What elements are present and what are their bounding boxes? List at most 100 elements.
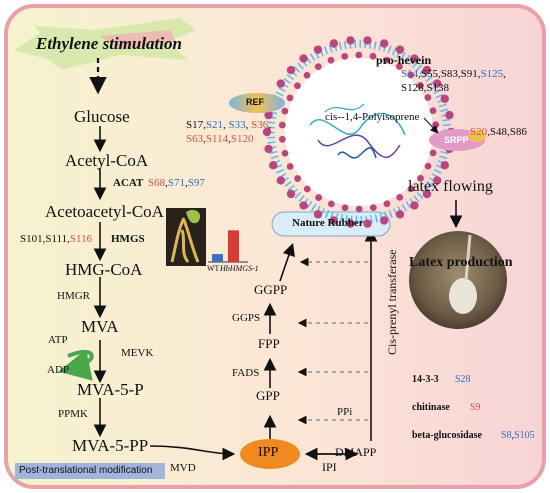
membrane-head-inner: [278, 121, 286, 129]
membrane-head-outer: [286, 65, 296, 75]
polyisoprene-label: cis--1,4-Polyisoprene: [325, 111, 420, 123]
ptm-label: Post-translational modification: [19, 465, 153, 476]
membrane-head-inner: [369, 204, 377, 212]
dmapp-label: DMAPP: [335, 445, 377, 459]
membrane-head-outer: [395, 210, 405, 219]
site-ref_line1-6: ,: [268, 119, 271, 131]
site-betaglu-1: ,: [511, 430, 515, 441]
ipp-node: [240, 439, 300, 469]
site-prohevein_line1-1: ,S55,S83,S91,: [418, 68, 481, 80]
mevk-label: MEVK: [121, 347, 154, 359]
membrane-head-outer: [264, 110, 273, 120]
arrow-mvd: [149, 445, 236, 461]
polyisoprene-chain-1: [309, 112, 406, 136]
hmgs-sites: S101,S111,S116: [20, 234, 92, 245]
membrane-heads: [262, 36, 456, 228]
membrane-head-inner: [424, 162, 432, 170]
mva5p-label: MVA-5-P: [77, 380, 144, 399]
acat-sites: S68,S71,S97: [148, 178, 205, 189]
membrane-head-inner: [281, 107, 289, 115]
ggpp-label: GGPP: [254, 282, 288, 297]
site-chitinase-0: S9: [470, 402, 481, 413]
site-hmgs-0: S101,S111,: [20, 233, 70, 245]
membrane-head-outer: [422, 189, 432, 199]
membrane-head-inner: [407, 185, 415, 193]
beta-glucosidase-label: beta-glucosidase: [412, 430, 482, 441]
membrane-head-outer: [422, 65, 432, 75]
membrane-head-outer: [410, 54, 419, 63]
glucose-label: Glucose: [74, 107, 130, 126]
fads-label: FADS: [232, 367, 260, 379]
membrane-head-inner: [286, 163, 294, 170]
site-prohevein_line1-2: S125: [480, 68, 504, 80]
site-acat-4: S97: [187, 177, 205, 189]
membrane-head-inner: [369, 52, 377, 60]
mvd-label: MVD: [170, 462, 196, 474]
hmg-coa-label: HMG-CoA: [65, 260, 143, 279]
membrane-head-outer: [445, 110, 454, 120]
ggps-label: GGPS: [232, 312, 261, 324]
membrane-head-inner: [383, 200, 391, 208]
membrane-head-outer: [329, 39, 339, 48]
nature-rubber-label: Nature Rubber: [292, 217, 364, 229]
banner-star-accent: [100, 30, 176, 50]
hmgs-label: HMGS: [111, 233, 145, 245]
membrane-head-inner: [416, 82, 424, 89]
site-ref_line2-1: ,: [203, 133, 206, 145]
srpp-protein-accent: [468, 130, 486, 142]
site-ref_line2-0: S63: [186, 133, 204, 145]
membrane-head-outer: [286, 189, 296, 199]
site-acat-3: ,: [185, 177, 188, 189]
latex-flowing-label: latex flowing: [408, 178, 493, 195]
pro-hevein-sites-line2: S128,S138: [401, 83, 449, 94]
site-ref_line1-4: ,: [245, 119, 252, 131]
site-ref_line1-5: S36: [251, 119, 269, 131]
banner-star-shape: [14, 18, 196, 70]
ipp-label: IPP: [258, 445, 279, 460]
membrane-head-outer: [299, 201, 308, 210]
membrane-head-inner: [417, 174, 424, 182]
acetoacetyl-coa-label: Acetoacetyl-CoA: [45, 202, 164, 221]
hmgs-expression-chart: [208, 230, 248, 263]
mevk-green-arrow: [58, 349, 94, 381]
site-prohevein_line1-0: S14: [401, 68, 419, 80]
membrane-head-outer: [395, 45, 405, 54]
membrane-head-outer: [346, 36, 355, 45]
membrane-head-inner: [407, 71, 415, 79]
ethylene-stimulation-title: Ethylene stimulation: [36, 34, 182, 53]
rubber-particle: [262, 36, 456, 228]
membrane-head-outer: [440, 161, 449, 170]
membrane-head-inner: [341, 52, 349, 60]
membrane-head-outer: [276, 79, 285, 88]
ref-sites-line2: S63,S114,S120: [186, 134, 253, 145]
particle-core: [285, 58, 433, 206]
site-ref_line2-2: S114: [205, 133, 229, 145]
site-ref_line1-2: ,: [223, 119, 229, 131]
membrane-head-outer: [379, 39, 389, 48]
site-prohevein_line2-0: S128,S138: [401, 82, 449, 94]
fpp-label: FPP: [258, 336, 280, 351]
polyisoprene-chain-2: [317, 134, 401, 159]
membrane-head-inner: [327, 200, 335, 208]
membrane-head-inner: [355, 205, 363, 213]
membrane-head-outer: [276, 176, 285, 185]
latex-production-label: Latex production: [409, 255, 513, 270]
site-prohevein_line1-3: ,: [503, 68, 506, 80]
ref-sites-line1: S17,S21, S33, S36,: [186, 120, 271, 131]
pro-hevein-sites-line1: S14,S55,S83,S91,S125,: [401, 69, 506, 80]
site-ref_line1-3: S33: [228, 119, 246, 131]
membrane-head-inner: [278, 135, 286, 143]
chitinase-sites: S9: [470, 403, 481, 413]
site-betaglu-2: S105: [514, 430, 535, 441]
hmgr-label: HMGR: [57, 290, 91, 302]
p1433-label: 14-3-3: [412, 374, 439, 385]
ptm-bar: [15, 463, 165, 479]
srpp-pointer: [423, 117, 439, 134]
membrane-head-outer: [299, 54, 308, 63]
arrow-ggpp-rubber: [279, 242, 295, 282]
site-hmgs-1: S116: [69, 233, 93, 245]
membrane-head-outer: [363, 36, 372, 45]
atp-label: ATP: [48, 334, 68, 346]
